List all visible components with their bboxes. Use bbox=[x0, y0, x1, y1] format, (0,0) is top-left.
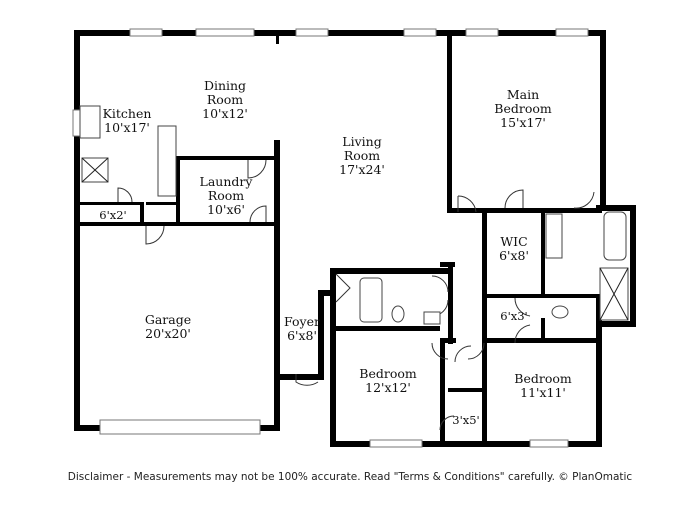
bedroom-3-label: Bedroom bbox=[514, 371, 572, 386]
small-closet-dims: 3'x5' bbox=[452, 413, 479, 427]
laundry-room-label-2: Room bbox=[208, 188, 244, 203]
main-bedroom-label-2: Bedroom bbox=[494, 101, 552, 116]
laundry-room-dims: 10'x6' bbox=[207, 202, 245, 217]
main-bedroom-dims: 15'x17' bbox=[500, 115, 546, 130]
main-bedroom-label: Main bbox=[507, 87, 539, 102]
foyer-label: Foyer bbox=[284, 314, 320, 329]
laundry-room-label: Laundry bbox=[200, 174, 254, 189]
living-room-label-2: Room bbox=[344, 148, 380, 163]
bedroom-2-dims: 12'x12' bbox=[365, 380, 411, 395]
wic-label: WIC bbox=[500, 234, 527, 249]
windows bbox=[72, 28, 589, 448]
kitchen-closet-dims: 6'x2' bbox=[99, 208, 126, 222]
dining-room-label-2: Room bbox=[207, 92, 243, 107]
living-room-label: Living bbox=[342, 134, 381, 149]
bedroom-3-dims: 11'x11' bbox=[520, 385, 566, 400]
garage-dims: 20'x20' bbox=[145, 326, 191, 341]
hall-closet-dims: 6'x3' bbox=[500, 309, 527, 323]
interior-walls bbox=[80, 36, 602, 446]
disclaimer-text: Disclaimer - Measurements may not be 100… bbox=[67, 471, 633, 483]
bedroom-2-label: Bedroom bbox=[359, 366, 417, 381]
kitchen-dims: 10'x17' bbox=[104, 120, 150, 135]
fixtures bbox=[79, 105, 629, 325]
kitchen-label: Kitchen bbox=[103, 106, 152, 121]
foyer-dims: 6'x8' bbox=[287, 328, 317, 343]
dining-room-label: Dining bbox=[204, 78, 246, 93]
garage-label: Garage bbox=[145, 312, 191, 327]
dining-room-dims: 10'x12' bbox=[202, 106, 248, 121]
living-room-dims: 17'x24' bbox=[339, 162, 385, 177]
wic-dims: 6'x8' bbox=[499, 248, 529, 263]
doors bbox=[117, 159, 595, 431]
room-labels: Dining Room 10'x12' Kitchen 10'x17' Laun… bbox=[99, 78, 572, 427]
